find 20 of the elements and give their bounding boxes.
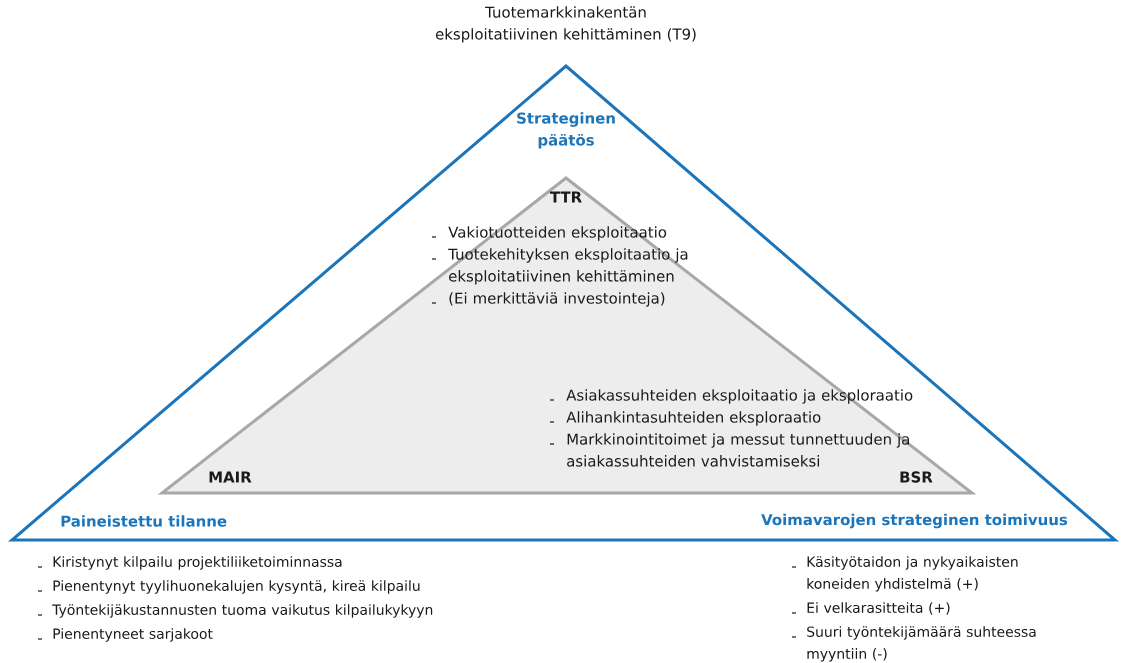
corner-label: BSR bbox=[900, 471, 933, 483]
list-item: Alihankintasuhteiden eksploraatio bbox=[549, 411, 821, 426]
list-item: Pienentynyt tyylihuonekalujen kysyntä, kireä kilpailu bbox=[37, 580, 420, 594]
list-item: Käsityötaidon ja nykyaikaisten koneiden yhdistelmä (+) bbox=[791, 556, 1018, 592]
list-item: Asiakassuhteiden eksploitaatio ja eksploraatio bbox=[549, 389, 913, 404]
list-item: Vakiotuotteiden eksploitaatio bbox=[431, 226, 667, 241]
list-item: Markkinointitoimet ja messut tunnettuuden ja asiakassuhteiden vahvistamiseksi bbox=[549, 433, 909, 467]
heading: Paineistettu tilanne bbox=[61, 515, 227, 527]
corner-label: TTR bbox=[549, 191, 582, 203]
list-item: Ei velkarasitteita (+) bbox=[791, 602, 950, 615]
list-item: Pienentyneet sarjakoot bbox=[37, 628, 213, 642]
heading: Strateginen päätös bbox=[517, 112, 615, 149]
list-item: Kiristynyt kilpailu projektiliiketoiminnassa bbox=[37, 556, 342, 570]
corner-label: MAIR bbox=[209, 471, 252, 483]
heading: Voimavarojen strateginen toimivuus bbox=[761, 513, 1068, 529]
list-item: (Ei merkittäviä investointeja) bbox=[431, 292, 665, 307]
list-item: Tuotekehityksen eksploitaatio ja eksploitatiivinen kehittäminen bbox=[431, 248, 688, 285]
title: Tuotemarkkinakentän eksploitatiivinen kehittäminen (T9) bbox=[435, 6, 696, 43]
list-item: Suuri työntekijämäärä suhteessa myyntiin (-) bbox=[791, 626, 1036, 662]
list-item: Työntekijäkustannusten tuoma vaikutus kilpailukykyyn bbox=[37, 604, 433, 618]
